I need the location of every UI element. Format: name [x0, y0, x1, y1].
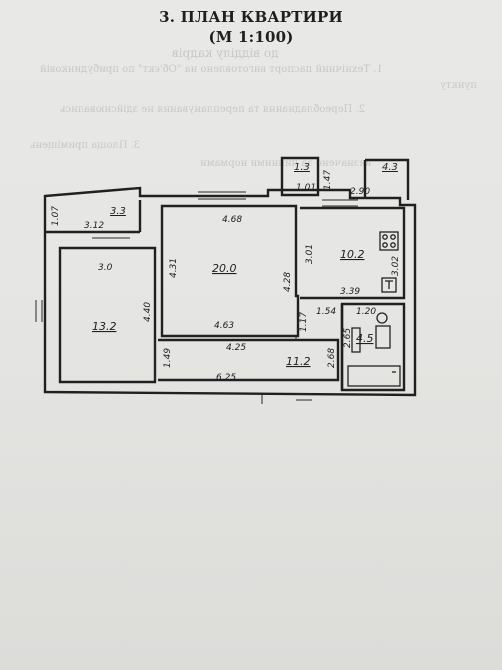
window-side: [35, 300, 43, 322]
dim-4-68: 4.68: [222, 215, 242, 225]
dim-4-25: 4.25: [226, 343, 246, 353]
tap-icon: [385, 280, 393, 289]
dim-1-47: 1.47: [323, 170, 333, 190]
basin-icon: [376, 312, 388, 324]
wall-room-4-3: [365, 158, 410, 200]
dim-1-07: 1.07: [51, 206, 61, 226]
dim-3-02: 3.02: [391, 256, 401, 276]
room-11-2-label: 11.2: [286, 355, 311, 368]
stove-burner-icon: [390, 242, 396, 248]
dim-1-17: 1.17: [299, 312, 309, 332]
room-10-2-label: 10.2: [340, 248, 365, 261]
room-4-3-label: 4.3: [382, 162, 398, 173]
sink-icon: [381, 277, 397, 293]
dim-1-49: 1.49: [163, 348, 173, 368]
wall-room-20-0: [160, 204, 300, 338]
plan-title: 3. ПЛАН КВАРТИРИ: [159, 8, 343, 26]
dim-4-28: 4.28: [283, 272, 293, 292]
room-20-0-label: 20.0: [212, 262, 237, 275]
dimension-labels: 1.07 3.12 3.0 4.40 4.68 4.31 4.28 4.63 4…: [51, 170, 401, 383]
washer-icon: [351, 327, 361, 353]
dim-4-63: 4.63: [214, 321, 234, 331]
stove-burner-icon: [382, 242, 388, 248]
dim-2-65: 2.65: [343, 328, 353, 348]
outer-wall: [43, 186, 417, 397]
dim-6-25: 6.25: [216, 373, 236, 383]
dim-2-68: 2.68: [327, 348, 337, 368]
room-labels: 13.2 20.0 10.2 11.2 4.5 3.3 1.3 4.3: [92, 162, 398, 368]
toilet-icon: [375, 325, 391, 349]
window-bottom: [296, 393, 312, 401]
dim-2-90: 2.90: [350, 187, 370, 197]
dim-4-31: 4.31: [169, 258, 179, 278]
window-kitchen: [322, 199, 358, 207]
plan-scale: (М 1:100): [208, 28, 294, 46]
dim-3-01: 3.01: [305, 244, 315, 264]
room-4-5-label: 4.5: [356, 332, 374, 345]
window-top: [198, 191, 246, 200]
bathtub-icon: [347, 365, 401, 387]
dim-3-12: 3.12: [84, 221, 104, 231]
windows: [35, 191, 358, 404]
stove-burner-icon: [390, 234, 396, 240]
stove-burner-icon: [382, 234, 388, 240]
wall-room-13-2: [58, 246, 157, 384]
wall-room-11-2: [158, 338, 340, 382]
wall-room-1-3: [280, 156, 320, 197]
room-1-3-label: 1.3: [294, 162, 310, 173]
stove-icon: [379, 231, 399, 251]
wall-room-10-2: [300, 206, 406, 300]
fixtures: [347, 231, 401, 387]
window-left: [92, 231, 130, 239]
dim-4-40: 4.40: [143, 302, 153, 322]
dim-1-20: 1.20: [356, 307, 376, 317]
dim-3-0: 3.0: [98, 263, 113, 273]
dim-1-01: 1.01: [296, 183, 316, 193]
walls: [43, 156, 417, 397]
dim-1-54: 1.54: [316, 307, 336, 317]
room-3-3-label: 3.3: [110, 206, 126, 217]
room-13-2-label: 13.2: [92, 320, 117, 333]
dim-3-39: 3.39: [340, 287, 360, 297]
